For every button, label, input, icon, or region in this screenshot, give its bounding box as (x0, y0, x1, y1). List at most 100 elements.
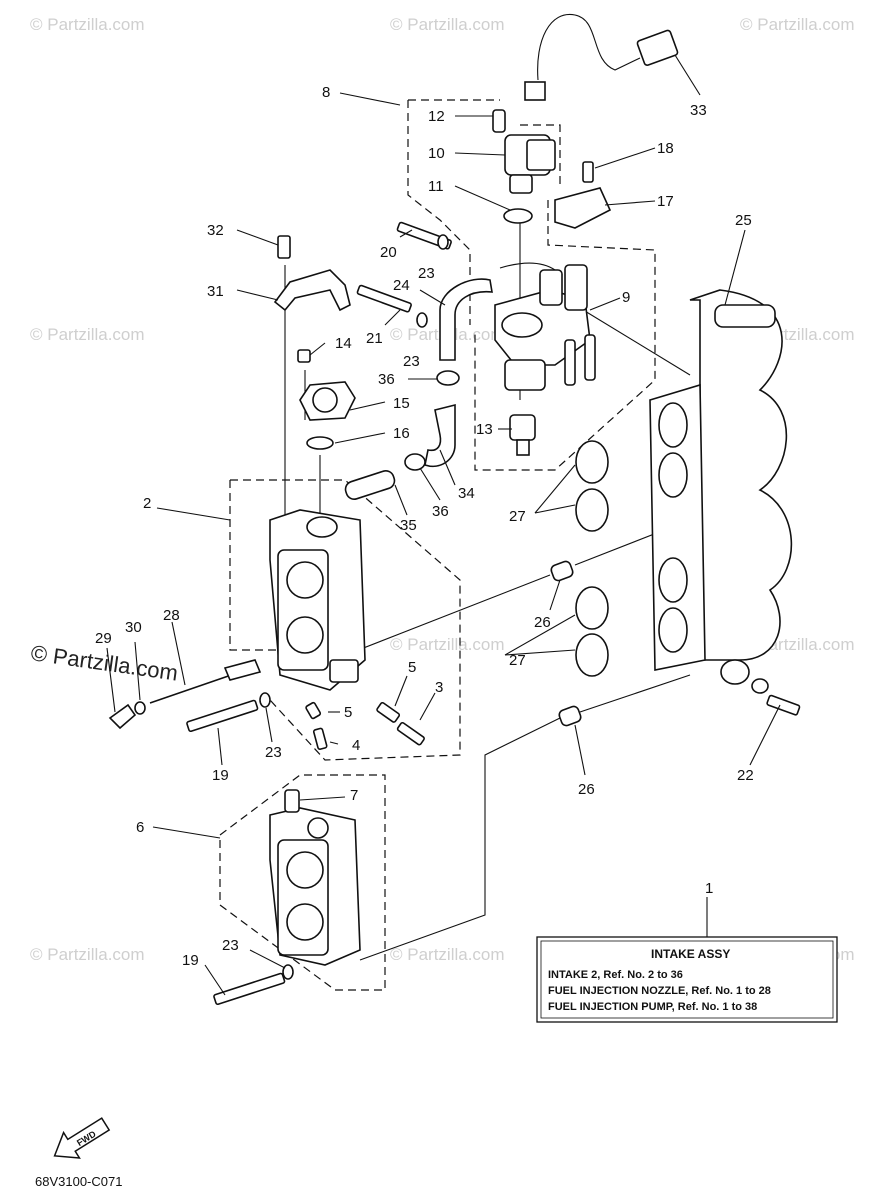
washer-23 (437, 234, 449, 250)
leader-lines (106, 54, 781, 996)
bolt-19b (213, 972, 286, 1006)
watermark: © Partzilla.com (30, 15, 145, 34)
callout-4: 4 (352, 737, 360, 754)
throttle-body-2 (269, 509, 366, 691)
callout-labels: 1 2 3 4 5 5 6 7 8 9 10 11 12 13 14 15 16… (95, 84, 754, 969)
spring-7 (284, 789, 300, 813)
callout-25: 25 (735, 212, 752, 229)
rod-end-29 (108, 703, 137, 730)
screw-12 (492, 109, 506, 133)
callout-22: 22 (737, 767, 754, 784)
plug (720, 659, 750, 685)
gasket-27 (575, 586, 609, 630)
callout-2: 2 (143, 495, 151, 512)
callout-19: 19 (212, 767, 229, 784)
callout-23b: 23 (403, 353, 420, 370)
callout-36: 36 (378, 371, 395, 388)
callout-26b: 26 (578, 781, 595, 798)
washer-23 (259, 692, 271, 708)
connector-33 (636, 29, 679, 66)
regulator-13 (509, 414, 536, 456)
intake-assy-info-box: INTAKE ASSY INTAKE 2, Ref. No. 2 to 36 F… (536, 936, 838, 1023)
gasket-27 (575, 440, 609, 484)
bolt-21 (356, 284, 412, 313)
screw-4 (312, 727, 328, 750)
callout-31: 31 (207, 283, 224, 300)
callout-33: 33 (690, 102, 707, 119)
washer-23b (282, 964, 294, 980)
pipe-35 (344, 469, 396, 501)
bracket-31 (273, 235, 351, 312)
throttle-sensor-15 (297, 349, 356, 450)
callout-14: 14 (335, 335, 352, 352)
callout-24: 24 (393, 277, 410, 294)
callout-36b: 36 (432, 503, 449, 520)
watermark: © Partzilla.com (30, 945, 145, 964)
screw-14 (297, 349, 311, 363)
info-box-title: INTAKE ASSY (651, 947, 730, 961)
diagram-code: 68V3100-C071 (35, 1174, 122, 1189)
fwd-arrow: FWD (53, 1117, 111, 1159)
o-ring-11 (503, 208, 533, 224)
callout-23d: 23 (222, 937, 239, 954)
dowel-26 (550, 560, 574, 582)
callout-26: 26 (534, 614, 551, 631)
callout-17: 17 (657, 193, 674, 210)
o-ring-16 (306, 436, 334, 450)
dowel-26 (558, 705, 582, 727)
callout-1: 1 (705, 880, 713, 897)
gasket-27 (575, 488, 609, 532)
group-outlines (219, 99, 656, 991)
callout-30: 30 (125, 619, 142, 636)
callout-3: 3 (435, 679, 443, 696)
info-box-line-2: FUEL INJECTION NOZZLE, Ref. No. 1 to 28 (548, 985, 771, 997)
washer-23 (416, 312, 428, 328)
watermark-large: © Partzilla.com (29, 640, 179, 685)
callout-8: 8 (322, 84, 330, 101)
callout-5: 5 (408, 659, 416, 676)
callout-34: 34 (458, 485, 475, 502)
elbow-34 (424, 403, 456, 467)
clamp-36b (404, 453, 426, 471)
hose-parts (344, 370, 460, 501)
callout-10: 10 (428, 145, 445, 162)
callout-19b: 19 (182, 952, 199, 969)
intake-manifold-25 (575, 289, 801, 716)
bolt-18 (582, 161, 594, 183)
watermark: © Partzilla.com (390, 635, 505, 654)
callout-29: 29 (95, 630, 112, 647)
callout-6: 6 (136, 819, 144, 836)
callout-23c: 23 (265, 744, 282, 761)
callout-32: 32 (207, 222, 224, 239)
callout-11: 11 (428, 178, 444, 195)
throttle-body-6 (269, 789, 361, 966)
connector-plug (524, 81, 546, 101)
adjusters (259, 692, 425, 750)
spring-5 (376, 701, 401, 723)
callout-35: 35 (400, 517, 417, 534)
info-box-line-3: FUEL INJECTION PUMP, Ref. No. 1 to 38 (548, 1001, 757, 1013)
callout-20: 20 (380, 244, 397, 261)
callout-9: 9 (622, 289, 630, 306)
callout-27: 27 (509, 508, 526, 525)
fuel-body-9 (494, 262, 596, 391)
clamp-36 (436, 370, 460, 386)
callout-18: 18 (657, 140, 674, 157)
info-box-line-1: INTAKE 2, Ref. No. 2 to 36 (548, 969, 683, 981)
spring-5b (305, 701, 322, 720)
callout-27b: 27 (509, 652, 526, 669)
bolt-19 (186, 699, 259, 733)
watermark: © Partzilla.com (740, 15, 855, 34)
watermark: © Partzilla.com (30, 325, 145, 344)
sensor-17 (554, 161, 612, 229)
callout-13: 13 (476, 421, 493, 438)
callout-7: 7 (350, 787, 358, 804)
callout-21: 21 (366, 330, 383, 347)
nut-30 (134, 701, 146, 715)
callout-16: 16 (393, 425, 410, 442)
gasket-27 (575, 633, 609, 677)
bolt-22 (766, 694, 801, 716)
callout-12: 12 (428, 108, 445, 125)
callout-15: 15 (393, 395, 410, 412)
